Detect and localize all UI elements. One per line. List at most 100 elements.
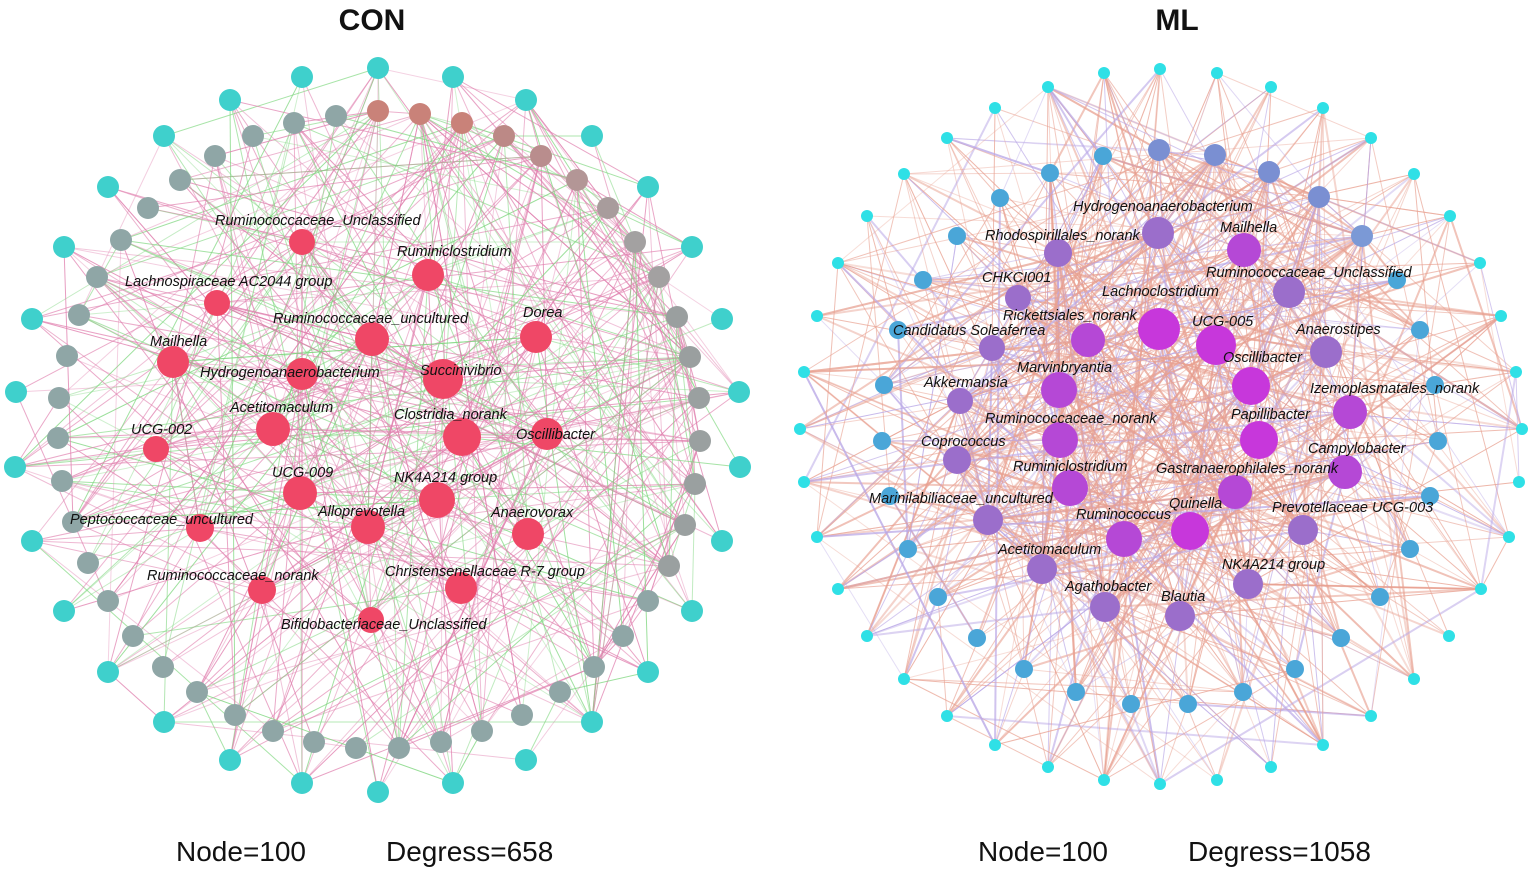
ml-outer-node [1388,271,1406,289]
ml-rim-node [1513,476,1525,488]
ml-edge [1216,72,1372,139]
con-edge [252,135,609,209]
ml-node-label: Campylobacter [1308,441,1407,457]
con-edge [535,336,593,723]
con-edge [419,113,561,693]
con-edge [199,67,379,529]
con-node-label: NK4A214 group [394,470,497,486]
con-outer-node [68,304,90,326]
ml-outer-node [1401,540,1419,558]
con-edge [299,122,463,494]
con-edge [355,524,686,749]
ml-edge [946,137,1160,151]
con-edge [229,99,529,535]
ml-edge [987,519,1181,617]
con-edge [199,527,400,749]
con-node-label: Mailhella [150,334,207,350]
ml-edge [1479,262,1520,483]
con-edge [503,135,529,535]
con-edge [72,499,438,523]
con-edge [31,540,274,732]
ml-edge [1017,297,1236,493]
ml-hub-node [1005,285,1031,311]
con-edge [199,433,548,529]
ml-hub-node [1333,395,1367,429]
ml-node-label: CHKCI001 [982,270,1051,286]
ml-edge [1041,291,1290,570]
con-edge [370,619,483,732]
ml-edge [903,137,1372,175]
con-edges [14,67,741,793]
con-edge [676,316,740,393]
ml-edge [959,328,1160,402]
con-edge [293,122,686,526]
ml-hub-node [1042,422,1078,458]
con-degree-count: Degress=658 [386,836,554,867]
ml-rim-node [1408,168,1420,180]
con-edge [155,391,740,450]
ml-edge [1189,530,1450,637]
ml-edge [889,495,978,639]
con-mid-node [648,266,670,288]
con-edge [107,122,463,602]
con-edge [31,155,542,320]
ml-edge [903,173,1106,608]
con-hub-node [531,418,563,450]
ml-node-label: Papillibacter [1231,407,1311,423]
ml-edge [1179,385,1252,617]
ml-edge [946,137,1051,174]
con-edge [367,274,429,528]
con-edge [301,373,379,793]
con-edge [107,122,463,602]
con-edge [31,318,593,723]
con-node-label: UCG-009 [272,465,333,481]
ml-edge [837,262,989,521]
con-edge [355,356,691,749]
ml-edge [1123,315,1502,540]
con-edge [229,122,463,761]
ml-nodes [794,63,1528,790]
ml-edge [959,400,1304,531]
con-edge [31,540,263,591]
con-edge [367,526,483,732]
ml-edge [1102,155,1260,441]
con-edge [162,433,548,668]
ml-mid-node [1148,139,1170,161]
con-edge [272,391,740,732]
con-hub-node [419,482,455,518]
con-edge [216,246,693,304]
con-rim-node [53,600,75,622]
ml-edge [1214,154,1381,598]
ml-hub-node [1171,512,1209,550]
con-hub-node [248,576,276,604]
ml-edge [1059,107,1324,441]
con-edge [261,526,369,591]
con-edge [576,179,741,468]
ml-edge [1017,297,1125,540]
ml-edge [903,171,1270,175]
con-hub-node [358,607,384,633]
con-edge [162,122,295,668]
ml-edge [1023,548,1411,670]
ml-node-label: Ruminococcaceae_norank [985,411,1157,427]
con-outer-node [325,105,347,127]
con-edge [647,440,701,602]
ml-edge [1349,411,1415,680]
ml-outer-node [929,588,947,606]
con-edge [229,99,578,181]
ml-edge [1179,615,1244,693]
con-edge [301,76,444,380]
ml-edge [1103,72,1160,151]
con-edge [31,397,700,542]
con-nodes [4,57,751,803]
con-edge [377,155,542,793]
con-edge [179,179,595,668]
con-edge [367,276,660,528]
con-outer-node [47,427,69,449]
ml-edge [866,215,891,497]
ml-rim-node [832,257,844,269]
ml-outer-node [873,432,891,450]
con-mid-node [684,473,706,495]
con-edge [229,373,303,761]
con-edge [525,691,561,761]
